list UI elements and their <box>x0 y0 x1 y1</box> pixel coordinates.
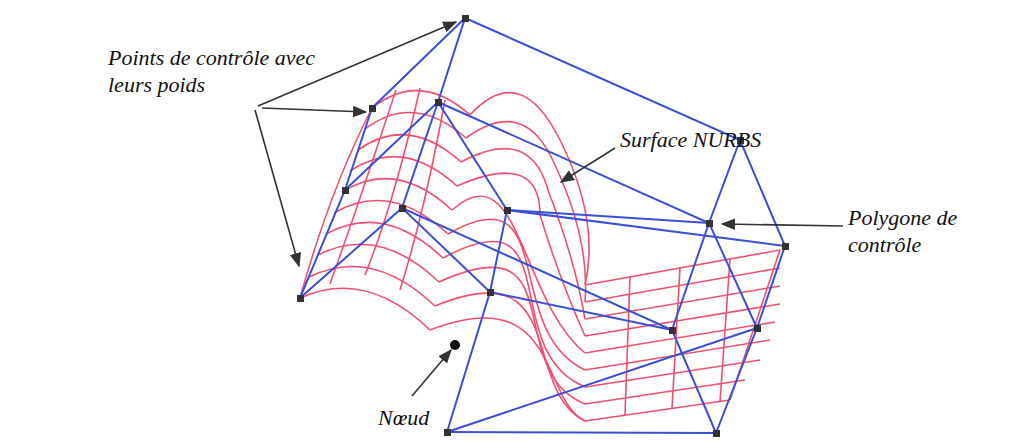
knot-dot <box>450 340 460 350</box>
leader-arrow <box>255 22 843 396</box>
callout-label: Nœud <box>378 404 468 431</box>
callout-label: Surface NURBS <box>620 126 810 153</box>
callout-label: Polygone de contrôle <box>848 204 998 258</box>
callout-label: Points de contrôle avec leurs poids <box>108 44 320 98</box>
control-point <box>297 15 789 437</box>
control-polygon <box>300 18 785 433</box>
